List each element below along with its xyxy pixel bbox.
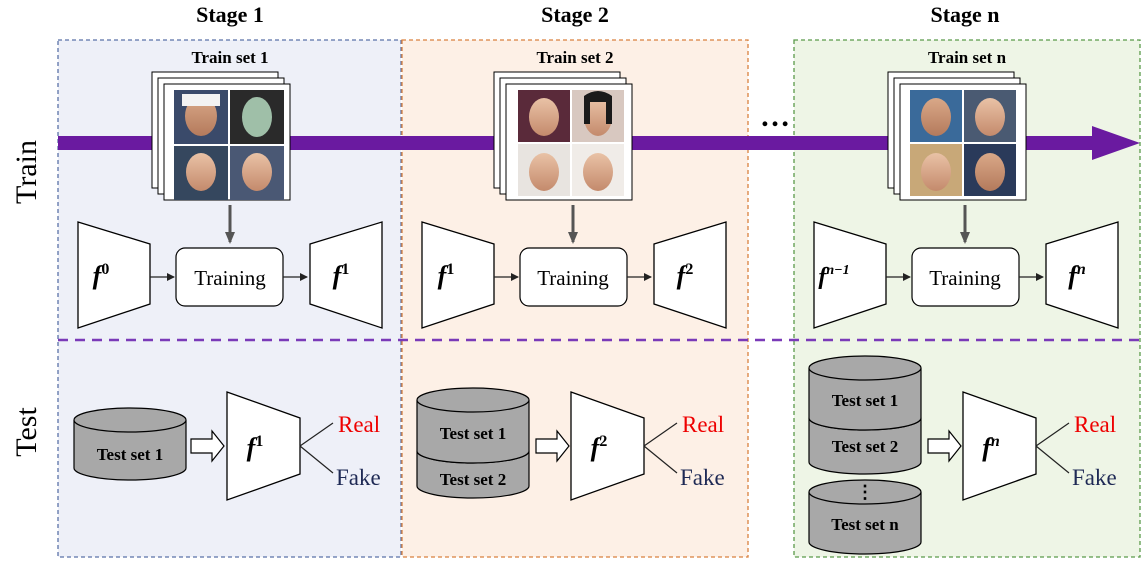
model-f1-in-label: f1 xyxy=(438,261,455,290)
train-row-label: Train xyxy=(10,140,43,204)
model-fn-1-encoder xyxy=(813,221,887,329)
test-row-label: Test xyxy=(10,407,43,457)
train-set-1-stack: Train set 1 xyxy=(151,48,291,201)
model-f0-encoder xyxy=(77,221,151,329)
stagen-test-set-1-label: Test set 1 xyxy=(832,391,898,410)
real-label-1: Real xyxy=(338,412,380,437)
model-fn-label: fn xyxy=(1068,261,1086,290)
model-f1-decoder xyxy=(309,221,383,329)
test-model-f2-label: f2 xyxy=(591,433,608,462)
model-fn-decoder xyxy=(1045,221,1119,329)
stage-n-title: Stage n xyxy=(930,2,999,27)
train-set-1-label: Train set 1 xyxy=(191,48,268,67)
train-set-2-stack: Train set 2 xyxy=(493,48,633,201)
hollow-arrow-n xyxy=(927,429,962,463)
hollow-arrow-2 xyxy=(535,429,570,463)
model-f1-encoder xyxy=(421,221,495,329)
test-set-1-cylinder: Test set 1 xyxy=(73,407,187,481)
test-model-f1-label: f1 xyxy=(247,433,264,462)
test-model-fn-label: fn xyxy=(982,433,1000,462)
model-f2-decoder xyxy=(653,221,727,329)
stage-n-test-row: Test set 1 Test set 2 ⋮ Test set n fn Re… xyxy=(808,355,1117,555)
fake-label-1: Fake xyxy=(336,465,381,490)
test-model-f2 xyxy=(570,391,645,501)
stage-n-training-row: fn−1 Training fn xyxy=(813,205,1119,329)
stage-2-training-row: f1 Training f2 xyxy=(421,205,727,329)
svg-text:f0: f0 xyxy=(93,261,110,290)
training-label-n: Training xyxy=(929,266,1001,290)
stage-1-training-row: f0 Training f1 xyxy=(77,205,383,329)
real-label-2: Real xyxy=(682,412,724,437)
training-label-1: Training xyxy=(194,266,266,290)
test-model-f1 xyxy=(226,391,301,501)
test-set-n-stack: Test set 1 Test set 2 ⋮ Test set n xyxy=(808,355,922,555)
real-label-n: Real xyxy=(1074,412,1116,437)
training-label-2: Training xyxy=(537,266,609,290)
stage-2-test-row: Test set 1 Test set 2 f2 Real Fake xyxy=(416,387,725,501)
fake-label-n: Fake xyxy=(1072,465,1117,490)
stagen-test-gap: ⋮ xyxy=(856,482,874,502)
face-grid-1 xyxy=(174,90,284,200)
test-set-1-label: Test set 1 xyxy=(97,445,163,464)
face-grid-2 xyxy=(518,90,624,196)
stage-2-title: Stage 2 xyxy=(541,2,609,27)
train-set-n-stack: Train set n xyxy=(887,48,1027,201)
stage2-test-set-1-label: Test set 1 xyxy=(440,424,506,443)
stagen-test-set-2-label: Test set 2 xyxy=(832,437,898,456)
stage2-test-set-2-label: Test set 2 xyxy=(440,470,506,489)
stage-1-test-row: Test set 1 f1 Real Fake xyxy=(73,391,381,501)
stage-1-title: Stage 1 xyxy=(196,2,264,27)
model-f1-label: f1 xyxy=(333,261,350,290)
stages-ellipsis: … xyxy=(760,100,790,133)
face-grid-n xyxy=(910,90,1016,196)
stagen-test-set-n-label: Test set n xyxy=(831,515,899,534)
model-fn-1-label: fn−1 xyxy=(818,263,849,290)
train-set-2-label: Train set 2 xyxy=(536,48,613,67)
test-model-fn xyxy=(962,391,1037,501)
test-set-2-stack: Test set 1 Test set 2 xyxy=(416,387,530,499)
train-set-n-label: Train set n xyxy=(928,48,1007,67)
fake-label-2: Fake xyxy=(680,465,725,490)
model-f0-label: f0 xyxy=(93,261,110,290)
hollow-arrow-1 xyxy=(190,429,225,463)
model-f2-label: f2 xyxy=(677,261,694,290)
